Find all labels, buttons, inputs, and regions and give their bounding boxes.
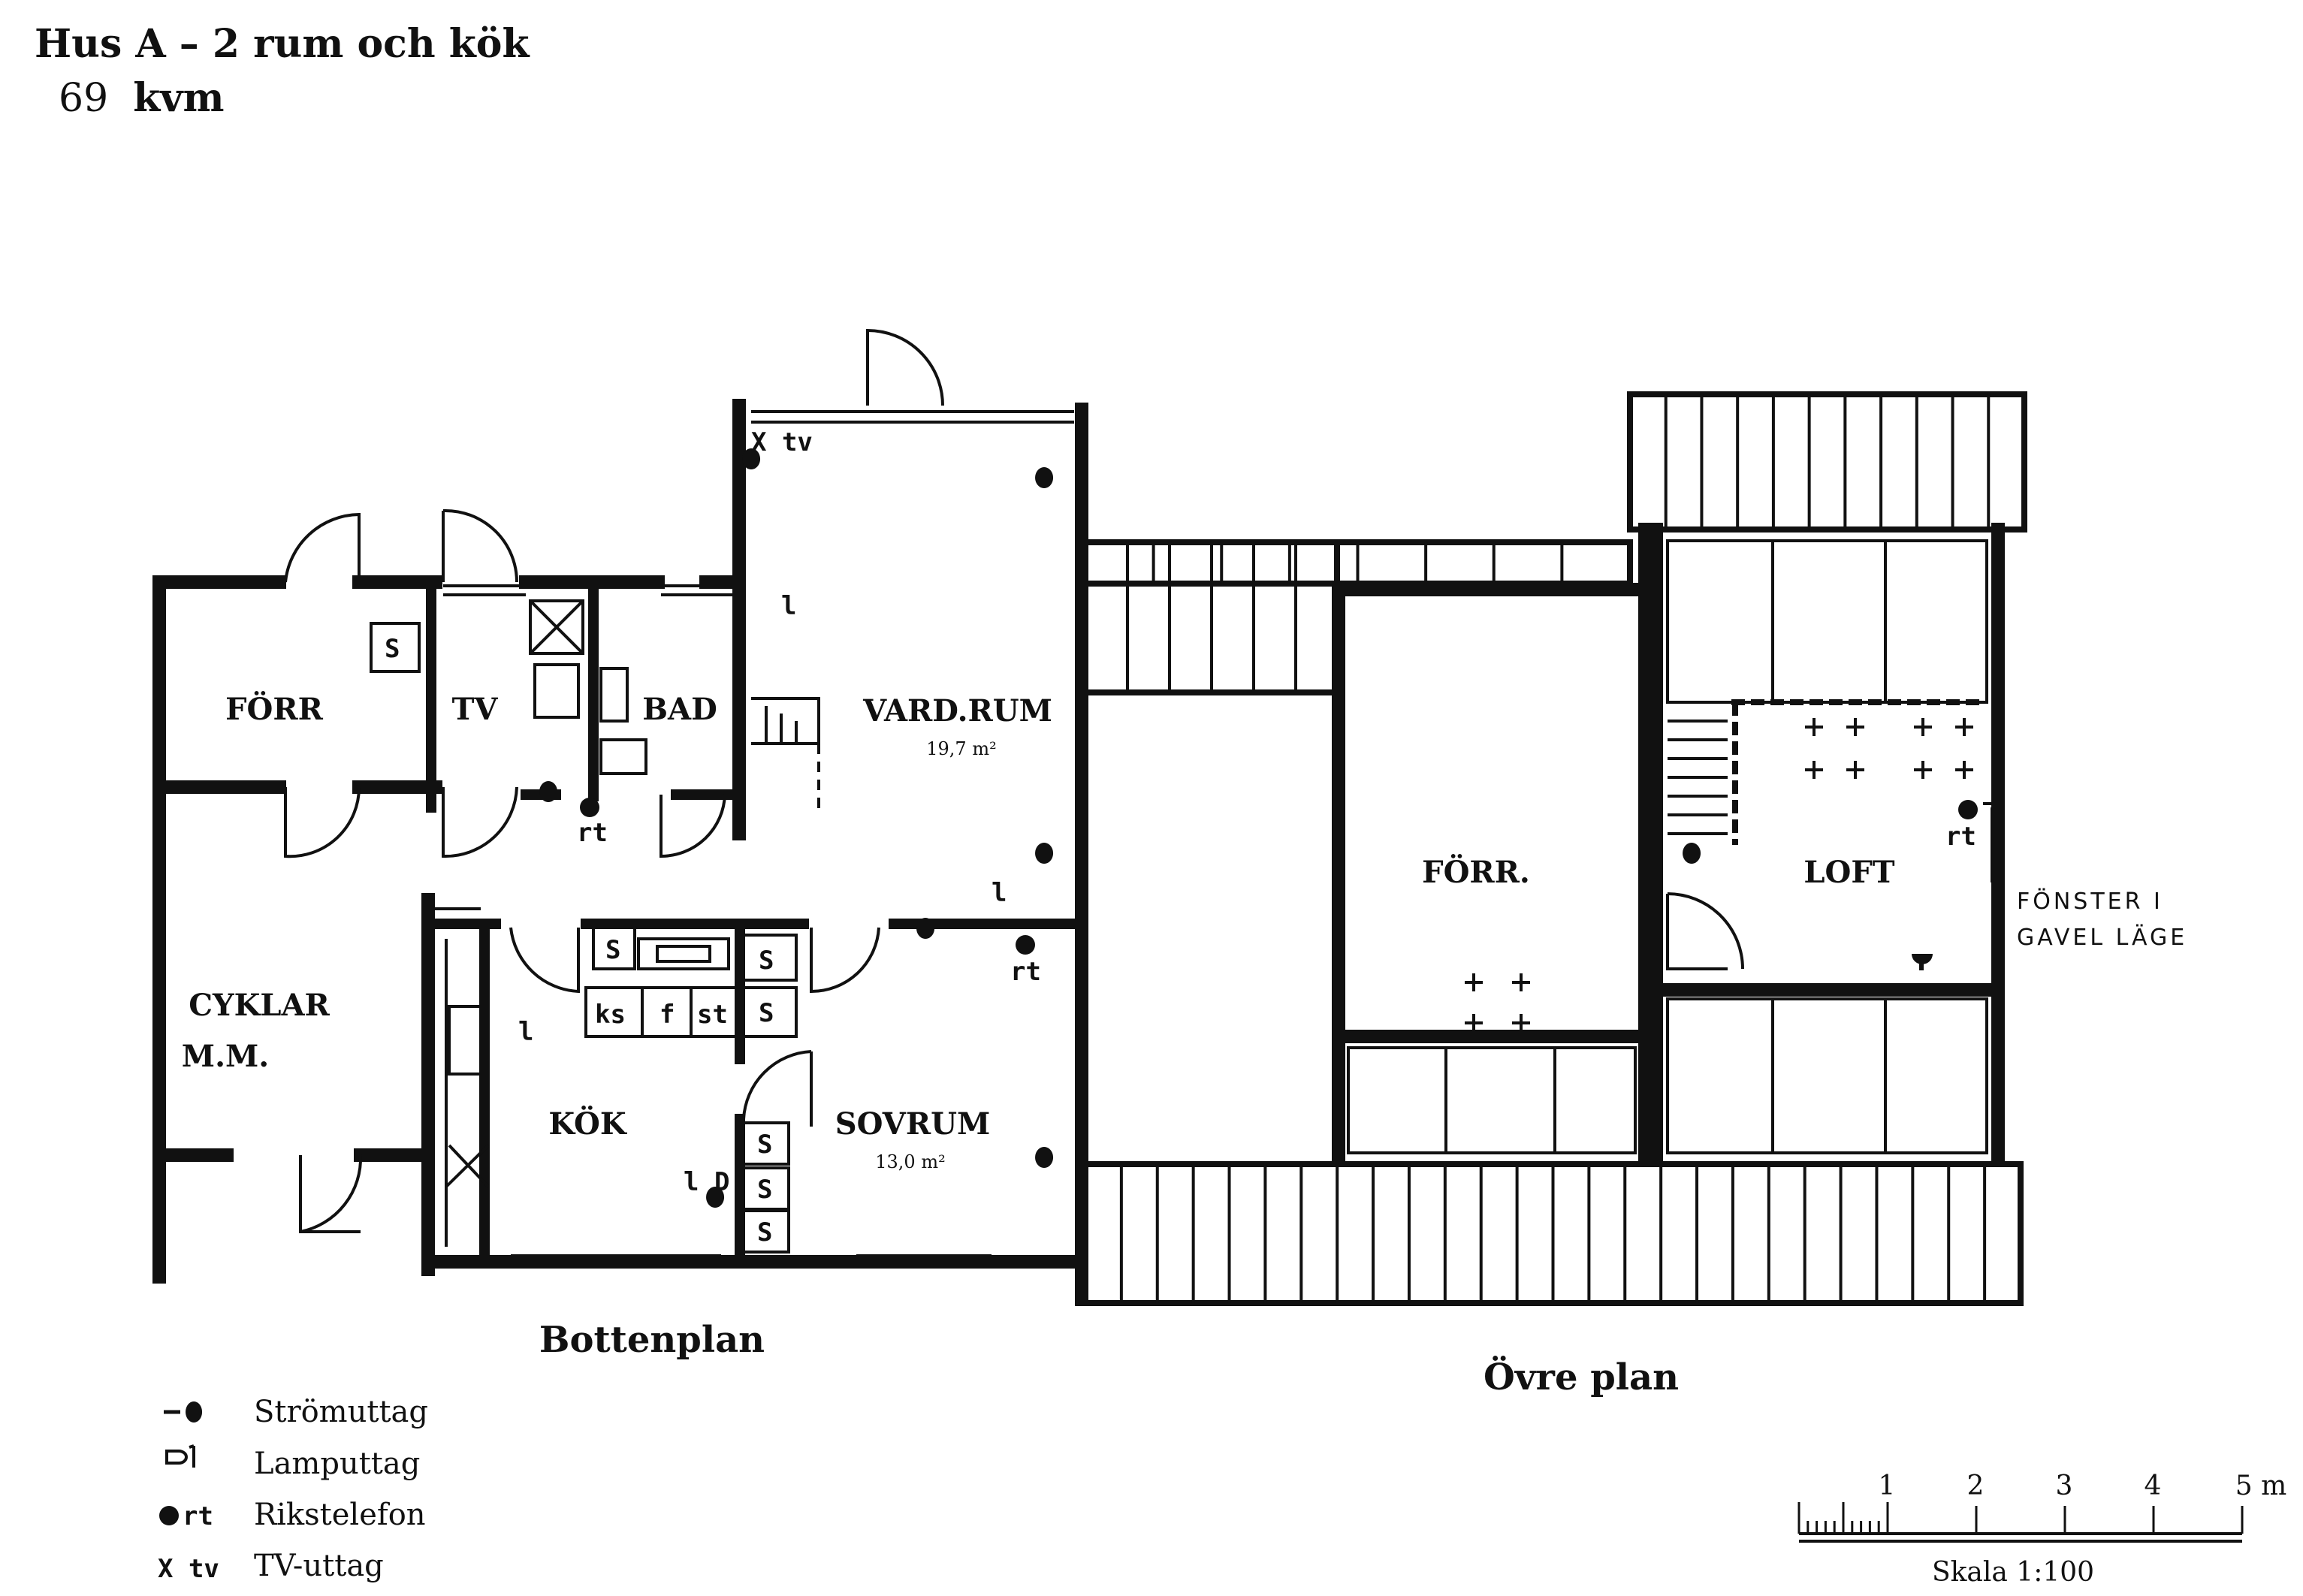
legend: Strömuttag Lamputtag rt Rikstelefon X tv… bbox=[158, 1395, 428, 1584]
fixture-s-sovrum-5: S bbox=[757, 1217, 772, 1248]
note-fonster: FÖNSTER I bbox=[2017, 888, 2163, 915]
upper-ceiling-marks bbox=[1465, 718, 1973, 1032]
scale-bar-ticks bbox=[1797, 1502, 2244, 1534]
legend-label-stromuttag: Strömuttag bbox=[254, 1395, 428, 1429]
legend-label-lamputtag: Lamputtag bbox=[254, 1447, 420, 1481]
note-gavel: GAVEL LÄGE bbox=[2017, 924, 2187, 951]
legend-label-rikstelefon: Rikstelefon bbox=[254, 1498, 426, 1532]
room-label-cyklar: CYKLAR bbox=[189, 988, 330, 1023]
fixture-s-forr: S bbox=[385, 634, 400, 664]
fixture-rt-loft: rt bbox=[1945, 822, 1976, 852]
room-label-forr: FÖRR bbox=[225, 692, 323, 727]
legend-row-tv-uttag: X tv TV-uttag bbox=[158, 1549, 384, 1584]
scale-caption: Skala 1:100 bbox=[1932, 1557, 2094, 1588]
legend-symbol-xtv: X tv bbox=[158, 1554, 219, 1584]
fixture-xtv: X tv bbox=[751, 427, 813, 457]
plan-name-ground: Bottenplan bbox=[539, 1319, 765, 1361]
ground-exterior-walls bbox=[152, 399, 1088, 1306]
room-label-loft: LOFT bbox=[1803, 855, 1894, 890]
room-label-vardrum: VARD.RUM bbox=[862, 693, 1052, 729]
power-outlet-icon bbox=[164, 1401, 203, 1423]
upper-outlet-icons bbox=[1683, 800, 1978, 970]
fixture-s-sovrum-1: S bbox=[759, 946, 774, 976]
scale-bar: 1 2 3 4 5 m Skala 1:100 bbox=[1797, 1471, 2286, 1588]
fixture-s-sovrum-2: S bbox=[759, 998, 774, 1028]
upper-floor-plan bbox=[1082, 391, 2027, 1306]
ground-floor-plan bbox=[152, 328, 1088, 1306]
fixture-st: st bbox=[697, 1000, 728, 1030]
area-value: 69 bbox=[59, 76, 109, 121]
fixture-rt-sovrum: rt bbox=[1010, 957, 1041, 987]
room-label-tv: TV bbox=[452, 692, 499, 727]
ground-doors bbox=[284, 328, 944, 1233]
room-area-vardrum: 19,7 m² bbox=[926, 738, 996, 759]
ground-fixtures bbox=[370, 599, 820, 1254]
legend-row-stromuttag: Strömuttag bbox=[164, 1395, 428, 1429]
scale-label-4: 4 bbox=[2145, 1471, 2162, 1501]
room-label-sovrum: SOVRUM bbox=[835, 1106, 990, 1142]
fixture-lamp-kok: l bbox=[518, 1017, 533, 1047]
upper-inner-lines bbox=[1347, 539, 2000, 1154]
room-label-bad: BAD bbox=[642, 692, 717, 727]
room-label-forr-upper: FÖRR. bbox=[1422, 855, 1530, 890]
room-label-kok: KÖK bbox=[548, 1106, 627, 1142]
roof-band-top-right bbox=[1627, 391, 2027, 533]
fixture-ks: ks bbox=[595, 1000, 626, 1030]
fixture-f: f bbox=[660, 1000, 675, 1030]
legend-row-lamputtag: Lamputtag bbox=[165, 1444, 420, 1481]
fixture-lamp-hall: l bbox=[992, 878, 1007, 908]
lamp-outlet-icon bbox=[165, 1444, 195, 1468]
scale-label-2: 2 bbox=[1967, 1471, 1985, 1501]
scale-label-3: 3 bbox=[2056, 1471, 2073, 1501]
room-area-sovrum: 13,0 m² bbox=[875, 1151, 945, 1172]
roof-band-top-left bbox=[1082, 539, 1633, 695]
ground-windows bbox=[428, 410, 1074, 1268]
plan-title: Hus A – 2 rum och kök bbox=[35, 21, 530, 67]
room-label-mm: M.M. bbox=[182, 1039, 269, 1074]
ground-outlet-icons bbox=[539, 448, 1054, 1208]
fixture-lamp-sovrum: l D bbox=[684, 1167, 729, 1197]
plan-name-upper: Övre plan bbox=[1484, 1355, 1679, 1398]
area-unit: kvm bbox=[133, 75, 225, 121]
plan-area: 69 kvm bbox=[59, 74, 225, 123]
legend-row-rikstelefon: rt Rikstelefon bbox=[159, 1498, 426, 1532]
fixture-rt-bad: rt bbox=[577, 818, 608, 848]
fixture-s-sovrum-4: S bbox=[757, 1175, 772, 1205]
roof-band-bottom bbox=[1082, 1161, 2024, 1306]
legend-label-tv-uttag: TV-uttag bbox=[254, 1549, 384, 1583]
fixture-s-sovrum-3: S bbox=[757, 1130, 772, 1160]
scale-label-1: 1 bbox=[1879, 1471, 1896, 1501]
telephone-outlet-icon bbox=[159, 1506, 179, 1525]
legend-symbol-rt: rt bbox=[183, 1501, 213, 1531]
fixture-lamp-vardrum: l bbox=[781, 591, 796, 621]
fixture-s-kok: S bbox=[605, 935, 620, 965]
scale-label-5m: 5 m bbox=[2235, 1471, 2286, 1501]
